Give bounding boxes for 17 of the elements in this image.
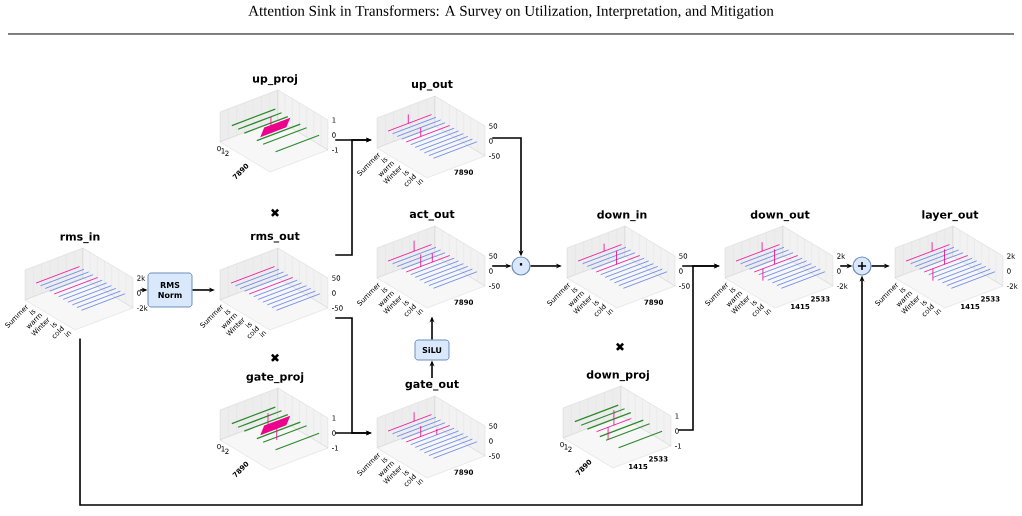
multiply-sign: ✖ xyxy=(271,208,279,217)
node-label: layer_out xyxy=(922,210,979,222)
node-label: down_out xyxy=(750,210,810,222)
multiply-sign: ✖ xyxy=(616,342,624,351)
page-title: Attention Sink in Transformers: A Survey on Utilization, Interpretation, and Mitigation xyxy=(248,5,774,19)
node-label: act_out xyxy=(409,210,455,221)
node-label: down_in xyxy=(597,210,647,222)
node-label: up_proj xyxy=(252,74,297,86)
process-box: SiLU xyxy=(414,339,450,361)
node-label: gate_out xyxy=(405,380,459,391)
node-label: rms_in xyxy=(60,232,100,244)
process-box: RMS Norm xyxy=(147,272,193,308)
multiply-sign: ✖ xyxy=(271,353,279,362)
node-label: up_out xyxy=(411,80,453,91)
node-label: down_proj xyxy=(586,370,649,382)
node-label: rms_out xyxy=(251,232,300,243)
node-label: gate_proj xyxy=(246,372,304,384)
